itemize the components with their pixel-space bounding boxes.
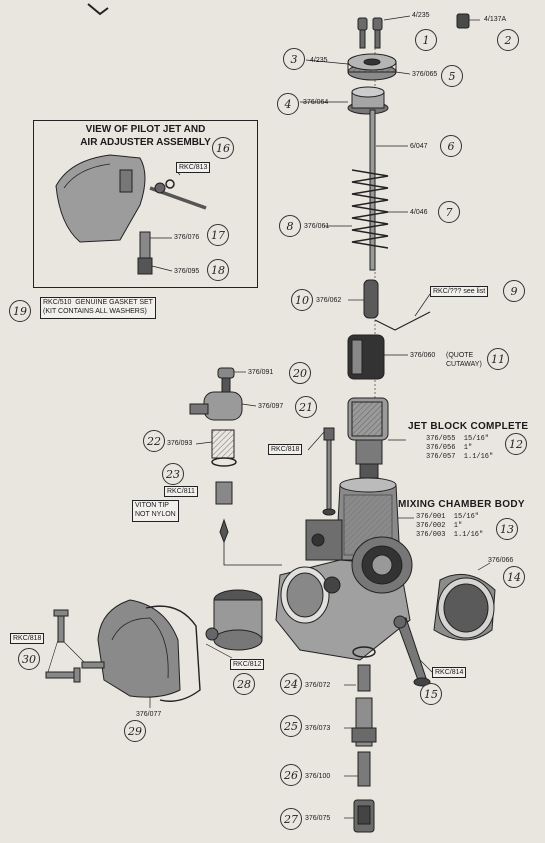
ref-number-17: 17 bbox=[207, 224, 229, 246]
label-p29: 376/077 bbox=[136, 711, 162, 718]
ref-number-20: 20 bbox=[289, 362, 311, 384]
label-p5: 376/065 bbox=[412, 71, 438, 78]
jet-parts-stack bbox=[351, 664, 377, 833]
label-p3: 4/235 bbox=[310, 57, 328, 64]
ref-number-19: 19 bbox=[9, 300, 31, 322]
jet-block-title: JET BLOCK COMPLETE bbox=[408, 421, 529, 432]
ref-number-24: 24 bbox=[280, 673, 302, 695]
label-p15: RKC/814 bbox=[432, 667, 467, 678]
label-p23: RKC/811 bbox=[164, 486, 198, 497]
jet-block-part-12 bbox=[347, 397, 389, 479]
label-rkc818-upper: RKC/818 bbox=[268, 444, 303, 455]
jet-screw-818 bbox=[322, 427, 336, 516]
inset-title: VIEW OF PILOT JET AND AIR ADJUSTER ASSEM… bbox=[80, 124, 211, 148]
ref-number-30: 30 bbox=[18, 648, 40, 670]
label-p16: RKC/813 bbox=[176, 162, 211, 173]
ref-number-5: 5 bbox=[441, 65, 463, 87]
screw-part-1 bbox=[357, 17, 383, 49]
label-p27: 376/075 bbox=[305, 815, 331, 822]
ref-number-4: 4 bbox=[277, 93, 299, 115]
label-p24: 376/072 bbox=[305, 682, 331, 689]
ref-number-7: 7 bbox=[438, 201, 460, 223]
label-p9: RKC/??? see list bbox=[430, 286, 489, 297]
ref-number-29: 29 bbox=[124, 720, 146, 742]
label-p14: 376/066 bbox=[488, 557, 514, 564]
ref-number-16: 16 bbox=[212, 137, 234, 159]
label-p11-note: (QUOTE CUTAWAY) bbox=[446, 352, 482, 368]
ref-number-22: 22 bbox=[143, 430, 165, 452]
label-p20: 376/091 bbox=[248, 369, 274, 376]
label-p18: 376/095 bbox=[174, 268, 200, 275]
label-p6: 6/047 bbox=[410, 143, 428, 150]
clip-part-9 bbox=[374, 311, 431, 331]
pilot-jet-inset: VIEW OF PILOT JET AND AIR ADJUSTER ASSEM… bbox=[33, 120, 258, 288]
spring-part-8 bbox=[351, 169, 389, 249]
adjuster-screw-part-15 bbox=[393, 615, 431, 687]
cover-plate-part-29 bbox=[97, 599, 201, 702]
label-p10: 376/062 bbox=[316, 297, 342, 304]
intake-ring-part-14 bbox=[433, 573, 496, 641]
mixing-chamber-specs: 376/001 15/16" 376/002 1" 376/003 1.1/16… bbox=[416, 513, 484, 539]
top-cap-part-5 bbox=[347, 53, 397, 81]
washer-part-24 bbox=[352, 646, 376, 658]
label-p17: 376/076 bbox=[174, 234, 200, 241]
ref-number-23: 23 bbox=[162, 463, 184, 485]
ref-number-1: 1 bbox=[415, 29, 437, 51]
throttle-slide-part-11 bbox=[347, 334, 385, 380]
mixing-chamber-title: MIXING CHAMBER BODY bbox=[398, 499, 525, 510]
ref-number-10: 10 bbox=[291, 289, 313, 311]
label-p25: 376/073 bbox=[305, 725, 331, 732]
ref-number-15: 15 bbox=[420, 683, 442, 705]
ref-number-27: 27 bbox=[280, 808, 302, 830]
ref-number-12: 12 bbox=[505, 433, 527, 455]
jet-block-specs: 376/055 15/16" 376/056 1" 376/057 1.1/16… bbox=[426, 435, 494, 461]
ref-number-14: 14 bbox=[503, 566, 525, 588]
ref-number-8: 8 bbox=[279, 215, 301, 237]
label-p28: RKC/812 bbox=[230, 659, 265, 670]
ref-number-18: 18 bbox=[207, 259, 229, 281]
label-p21: 376/097 bbox=[258, 403, 284, 410]
ref-number-2: 2 bbox=[497, 29, 519, 51]
top-plate-part-4 bbox=[347, 86, 389, 115]
label-p2: 4/137A bbox=[484, 16, 507, 23]
label-p26: 376/100 bbox=[305, 773, 331, 780]
ref-number-6: 6 bbox=[440, 135, 462, 157]
ref-number-28: 28 bbox=[233, 673, 255, 695]
label-p1: 4/235 bbox=[412, 12, 430, 19]
label-p4: 376/064 bbox=[303, 99, 329, 106]
label-p11: 376/060 bbox=[410, 352, 436, 359]
ref-number-21: 21 bbox=[295, 396, 317, 418]
ref-number-3: 3 bbox=[283, 48, 305, 70]
label-p30: RKC/818 bbox=[10, 633, 45, 644]
label-viton-note: VITON TIP NOT NYLON bbox=[132, 500, 179, 522]
float-needle-assembly bbox=[189, 367, 243, 544]
nut-part-2 bbox=[456, 13, 470, 29]
label-p22: 376/093 bbox=[167, 440, 193, 447]
filter-part-28 bbox=[205, 589, 263, 651]
label-p7: 4/046 bbox=[410, 209, 428, 216]
spacer-part-10 bbox=[363, 279, 379, 319]
ref-number-11: 11 bbox=[487, 348, 509, 370]
label-p8: 376/061 bbox=[304, 223, 330, 230]
pilot-jet-inset-drawing bbox=[55, 154, 207, 275]
label-p19: RKC/510 GENUINE GASKET SET (KIT CONTAINS… bbox=[40, 297, 156, 319]
screws-part-30 bbox=[45, 609, 105, 683]
carburettor-body bbox=[275, 536, 413, 661]
ref-number-9: 9 bbox=[503, 280, 525, 302]
ref-number-13: 13 bbox=[496, 518, 518, 540]
mixing-chamber-part-13 bbox=[305, 477, 401, 561]
ref-number-26: 26 bbox=[280, 764, 302, 786]
ref-number-25: 25 bbox=[280, 715, 302, 737]
